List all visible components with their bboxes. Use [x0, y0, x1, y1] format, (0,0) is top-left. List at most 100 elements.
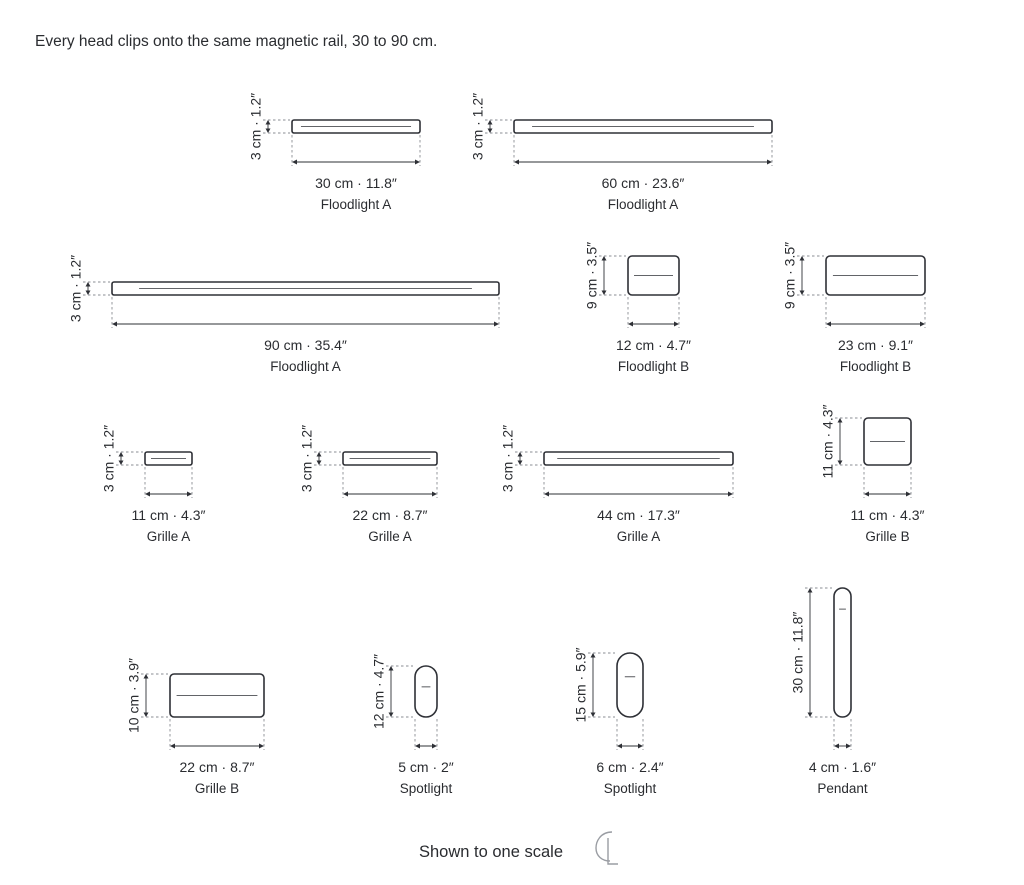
product-name: Floodlight B	[618, 359, 689, 374]
height-label: 9 cm · 3.5″	[584, 242, 600, 309]
width-arrow-left	[292, 159, 297, 165]
width-arrow-left	[112, 321, 117, 327]
product-name: Grille B	[195, 781, 239, 796]
height-label: 3 cm · 1.2″	[248, 93, 264, 160]
width-label: 90 cm · 35.4″	[264, 337, 347, 353]
width-arrow-left	[343, 491, 348, 497]
height-arrow-bottom	[388, 712, 394, 717]
product-name: Grille B	[865, 529, 909, 544]
product-outline	[414, 665, 438, 718]
height-arrow-bottom	[265, 128, 271, 133]
width-label: 22 cm · 8.7″	[353, 507, 428, 523]
product-name: Grille A	[368, 529, 412, 544]
width-arrow-left	[170, 743, 175, 749]
products-layer: 30 cm · 11.8″Floodlight A3 cm · 1.2″60 c…	[68, 93, 926, 796]
height-label: 3 cm · 1.2″	[500, 425, 516, 492]
width-label: 5 cm · 2″	[398, 759, 454, 775]
product-6: 22 cm · 8.7″ Grille A 3 cm · 1.2″	[299, 425, 438, 544]
width-label: 12 cm · 4.7″	[616, 337, 691, 353]
product-name: Floodlight A	[270, 359, 341, 374]
height-arrow-bottom	[799, 290, 805, 295]
height-arrow-top	[487, 120, 493, 125]
height-label: 10 cm · 3.9″	[126, 658, 142, 733]
width-arrow-right	[906, 491, 911, 497]
height-arrow-top	[388, 666, 394, 671]
product-8: 11 cm · 4.3″Grille B11 cm · 4.3″	[820, 404, 925, 544]
height-arrow-top	[316, 452, 322, 457]
cl-monogram-logo	[595, 831, 618, 865]
height-arrow-bottom	[316, 460, 322, 465]
product-name: Floodlight B	[840, 359, 911, 374]
height-arrow-bottom	[517, 460, 523, 465]
height-arrow-top	[799, 256, 805, 261]
product-4: 23 cm · 9.1″Floodlight B9 cm · 3.5″	[782, 242, 926, 374]
height-label: 11 cm · 4.3″	[820, 404, 836, 478]
height-arrow-top	[807, 588, 813, 593]
height-arrow-bottom	[85, 290, 91, 295]
product-outline	[833, 587, 852, 718]
intro-caption: Every head clips onto the same magnetic …	[35, 33, 438, 50]
height-arrow-bottom	[143, 712, 149, 717]
width-arrow-right	[415, 159, 420, 165]
height-arrow-bottom	[487, 128, 493, 133]
product-name: Floodlight A	[608, 197, 679, 212]
width-arrow-right	[767, 159, 772, 165]
width-label: 44 cm · 17.3″	[597, 507, 680, 523]
width-arrow-right	[494, 321, 499, 327]
width-arrow-left	[514, 159, 519, 165]
product-name: Pendant	[817, 781, 868, 796]
product-outline	[616, 652, 644, 718]
width-arrow-left	[415, 743, 420, 749]
product-7: 44 cm · 17.3″ Grille A 3 cm · 1.2″	[500, 425, 734, 544]
width-arrow-right	[432, 743, 437, 749]
height-arrow-top	[837, 418, 843, 423]
width-arrow-left	[145, 491, 150, 497]
width-arrow-left	[544, 491, 549, 497]
product-5: 11 cm · 4.3″ Grille A 3 cm · 1.2″	[101, 425, 206, 544]
width-label: 23 cm · 9.1″	[838, 337, 913, 353]
width-arrow-right	[846, 743, 851, 749]
product-9: 22 cm · 8.7″ Grille B 10 cm · 3.9″	[126, 658, 265, 796]
width-label: 22 cm · 8.7″	[180, 759, 255, 775]
product-0: 30 cm · 11.8″ Floodlight A 3 cm · 1.2″	[248, 93, 421, 212]
height-label: 15 cm · 5.9″	[573, 647, 589, 722]
product-name: Floodlight A	[321, 197, 392, 212]
scale-note: Shown to one scale	[419, 843, 563, 861]
width-label: 11 cm · 4.3″	[132, 507, 206, 523]
width-arrow-right	[638, 743, 643, 749]
width-arrow-right	[259, 743, 264, 749]
width-arrow-left	[617, 743, 622, 749]
height-label: 3 cm · 1.2″	[470, 93, 486, 160]
product-3: 12 cm · 4.7″ Floodlight B 9 cm · 3.5″	[584, 242, 691, 374]
height-arrow-top	[590, 653, 596, 658]
width-label: 60 cm · 23.6″	[602, 175, 685, 191]
height-label: 30 cm · 11.8″	[790, 612, 806, 694]
width-arrow-right	[187, 491, 192, 497]
product-1: 60 cm · 23.6″ Floodlight A 3 cm · 1.2″	[470, 93, 773, 212]
width-arrow-left	[628, 321, 633, 327]
height-label: 3 cm · 1.2″	[101, 425, 117, 492]
width-label: 30 cm · 11.8″	[315, 175, 397, 191]
height-arrow-bottom	[601, 290, 607, 295]
height-arrow-top	[601, 256, 607, 261]
width-arrow-left	[826, 321, 831, 327]
product-name: Grille A	[147, 529, 191, 544]
height-label: 3 cm · 1.2″	[68, 255, 84, 322]
width-arrow-right	[920, 321, 925, 327]
product-name: Grille A	[617, 529, 661, 544]
width-label: 4 cm · 1.6″	[809, 759, 876, 775]
product-12: 4 cm · 1.6″ Pendant 30 cm · 11.8″	[790, 587, 876, 796]
width-arrow-right	[432, 491, 437, 497]
height-arrow-bottom	[590, 712, 596, 717]
height-arrow-top	[143, 674, 149, 679]
height-arrow-bottom	[118, 460, 124, 465]
height-label: 12 cm · 4.7″	[371, 654, 387, 729]
height-label: 3 cm · 1.2″	[299, 425, 315, 492]
product-name: Spotlight	[604, 781, 657, 796]
product-2: 90 cm · 35.4″ Floodlight A 3 cm · 1.2″	[68, 255, 500, 374]
width-arrow-left	[834, 743, 839, 749]
height-arrow-top	[118, 452, 124, 457]
